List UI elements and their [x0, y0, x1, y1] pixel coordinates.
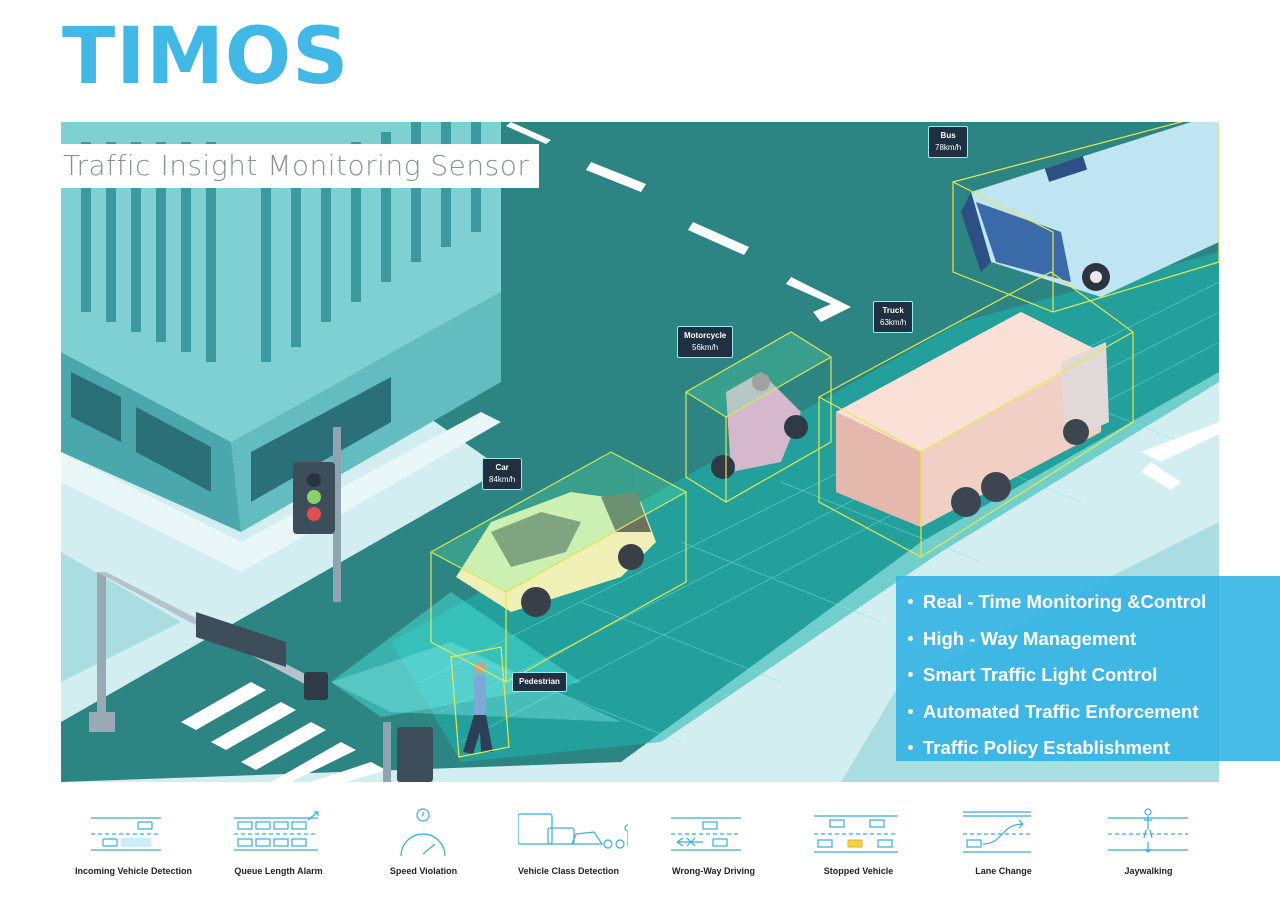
detection-speed: 78km/h — [935, 143, 962, 152]
feature-text: Traffic Policy Establishment — [923, 737, 1170, 758]
capability-label: Lane Change — [975, 866, 1032, 876]
detection-type: Pedestrian — [519, 677, 560, 686]
vehicle-class-icon — [518, 813, 628, 849]
detection-tag-bus: Bus 78km/h — [928, 126, 969, 158]
jaywalking-icon — [1108, 808, 1188, 853]
incoming-vehicle-icon — [91, 817, 161, 851]
feature-text: Smart Traffic Light Control — [923, 664, 1158, 685]
feature-item: High - Way Management — [906, 621, 1280, 658]
capability-icons-row: Incoming Vehicle Detection Queue Length … — [61, 800, 1219, 890]
capability-wrong-way-driving: Wrong-Way Driving — [641, 800, 786, 890]
capability-label: Incoming Vehicle Detection — [74, 866, 193, 876]
detection-speed: 84km/h — [489, 475, 516, 484]
capability-lane-change: Lane Change — [931, 800, 1076, 890]
bullet-icon — [908, 708, 913, 714]
feature-text: Automated Traffic Enforcement — [923, 700, 1199, 722]
feature-text: High - Way Management — [923, 627, 1137, 649]
feature-item: Traffic Policy Establishment — [906, 730, 1280, 767]
detection-type: Motorcycle — [684, 331, 727, 340]
wrong-way-icon — [671, 817, 741, 851]
capability-incoming-vehicle-detection: Incoming Vehicle Detection — [61, 800, 206, 890]
capability-label: Jaywalking — [1124, 866, 1173, 876]
capability-label: Wrong-Way Driving — [672, 866, 755, 876]
detection-type: Truck — [882, 306, 904, 315]
capability-speed-violation: Speed Violation — [351, 800, 496, 890]
capability-label: Queue Length Alarm — [234, 866, 323, 876]
detection-speed: 56km/h — [692, 343, 719, 352]
detection-tag-pedestrian: Pedestrian — [512, 672, 567, 692]
detection-speed: 63km/h — [880, 318, 907, 327]
detection-tag-car: Car 84km/h — [482, 458, 523, 490]
feature-list-panel: Real - Time Monitoring &Control High - W… — [896, 576, 1280, 761]
lane-change-icon — [963, 811, 1031, 853]
scene-artwork — [61, 122, 1219, 782]
capability-vehicle-class-detection: Vehicle Class Detection — [496, 800, 641, 890]
capability-label: Speed Violation — [389, 866, 458, 876]
bullet-icon — [908, 635, 913, 641]
detection-type: Car — [495, 463, 509, 472]
feature-text: Real - Time Monitoring &Control — [923, 591, 1207, 612]
queue-length-icon — [234, 811, 319, 851]
feature-item: Real - Time Monitoring &Control — [906, 584, 1280, 621]
bullet-icon — [908, 672, 913, 677]
detection-tag-motorcycle: Motorcycle 56km/h — [677, 326, 734, 358]
feature-item: Smart Traffic Light Control — [906, 657, 1280, 694]
product-subtitle: Traffic Insight Monitoring Sensor — [61, 144, 540, 188]
brand-logo: TIMOS — [62, 12, 350, 102]
capability-queue-length-alarm: Queue Length Alarm — [206, 800, 351, 890]
capability-label: Stopped Vehicle — [823, 866, 894, 876]
capability-stopped-vehicle: Stopped Vehicle — [786, 800, 931, 890]
detection-tag-truck: Truck 63km/h — [873, 301, 914, 333]
capability-jaywalking: Jaywalking — [1076, 800, 1221, 890]
speedometer-icon — [400, 808, 446, 856]
bullet-icon — [908, 745, 913, 750]
feature-item: Automated Traffic Enforcement — [906, 694, 1280, 731]
traffic-scene-illustration — [61, 122, 1219, 782]
detection-type: Bus — [940, 131, 956, 140]
capability-label: Vehicle Class Detection — [517, 866, 620, 876]
stopped-vehicle-icon — [814, 815, 898, 853]
bullet-icon — [908, 599, 913, 604]
